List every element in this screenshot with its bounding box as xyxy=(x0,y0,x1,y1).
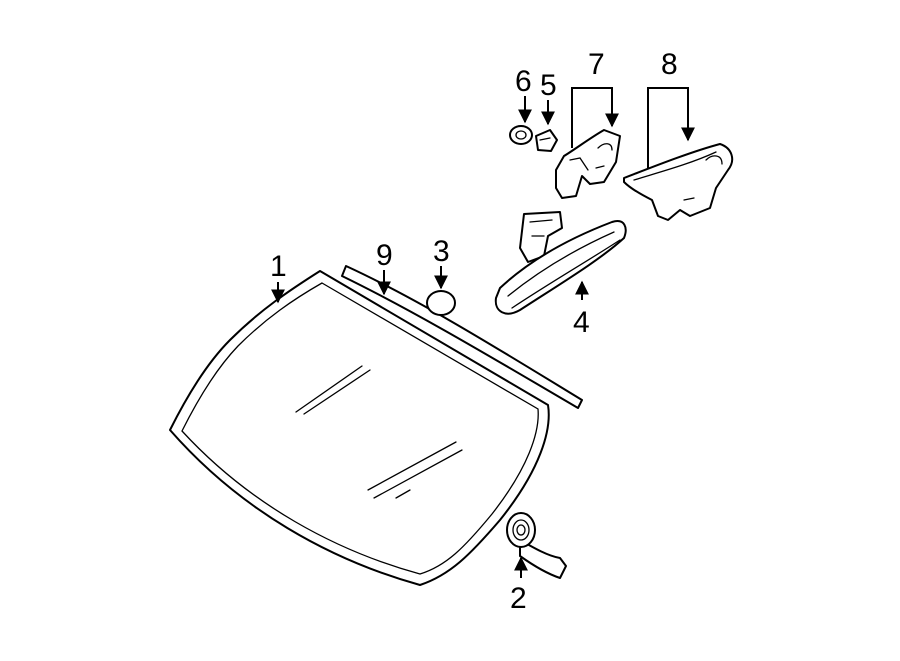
rear-view-mirror xyxy=(494,211,627,315)
callout-7: 7 xyxy=(588,48,605,81)
callout-9: 9 xyxy=(376,239,393,272)
mirror-cover-rear xyxy=(555,129,621,199)
nut xyxy=(509,125,533,145)
windshield-moulding xyxy=(341,265,583,409)
callout-8: 8 xyxy=(661,48,678,81)
tape-roll xyxy=(506,512,567,579)
clip xyxy=(535,129,558,152)
callout-4: 4 xyxy=(573,306,590,339)
callout-6: 6 xyxy=(515,65,532,98)
windshield-glass xyxy=(169,270,550,586)
mirror-cover-front xyxy=(623,143,734,221)
callout-5: 5 xyxy=(540,69,557,102)
callout-3: 3 xyxy=(433,235,450,268)
callout-2: 2 xyxy=(510,582,527,615)
callout-1: 1 xyxy=(270,250,287,283)
adhesive-pad xyxy=(426,290,456,316)
